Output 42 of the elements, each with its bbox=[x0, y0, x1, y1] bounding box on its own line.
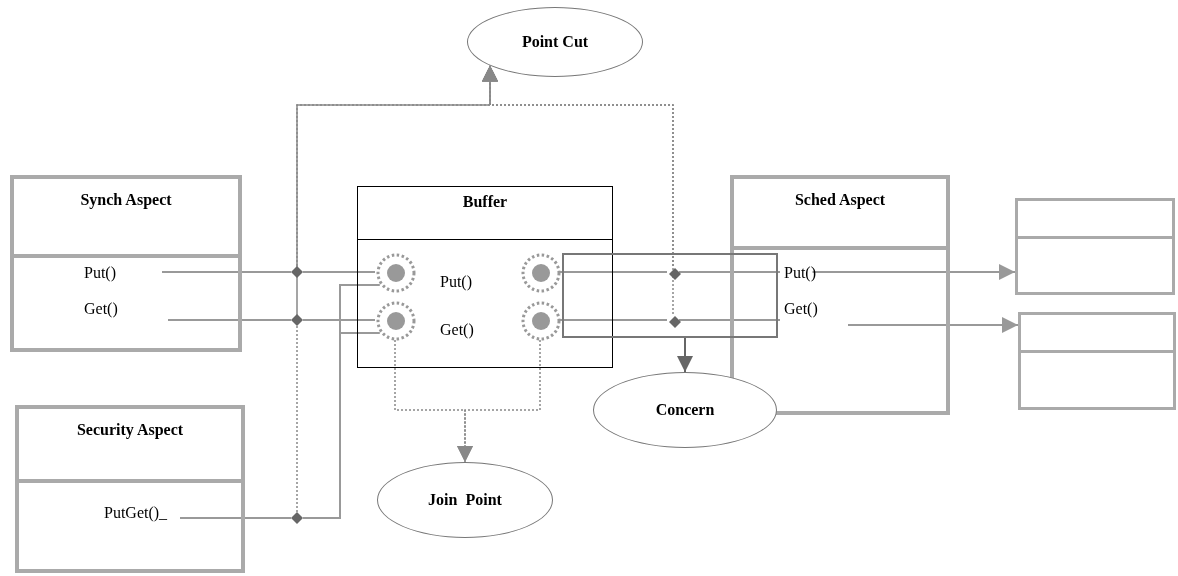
connector-line bbox=[678, 271, 781, 273]
diamond-marker bbox=[669, 268, 681, 280]
method-label: Put() bbox=[784, 264, 849, 288]
method-label: Get() bbox=[784, 300, 852, 348]
diamond-marker bbox=[291, 314, 303, 326]
connector-line bbox=[302, 332, 381, 519]
connector-line bbox=[161, 271, 292, 273]
connector-line bbox=[302, 319, 376, 321]
class-box bbox=[357, 186, 613, 368]
method-label: Put() bbox=[84, 264, 166, 288]
concept-ellipse: Concern bbox=[593, 372, 777, 448]
concept-ellipse: Point Cut bbox=[467, 7, 643, 77]
arrow bbox=[847, 317, 1019, 333]
arrow bbox=[457, 339, 541, 463]
class-name: Security Aspect bbox=[75, 421, 185, 439]
method-label: Get() bbox=[440, 321, 474, 339]
arrow bbox=[677, 337, 693, 373]
join-point-circle bbox=[521, 253, 561, 293]
empty-box bbox=[1015, 198, 1175, 295]
join-point-circle bbox=[376, 253, 416, 293]
class-name: Sched Aspect bbox=[793, 191, 887, 209]
diamond-marker bbox=[669, 316, 681, 328]
method-label: Get() bbox=[84, 300, 172, 348]
connector-line bbox=[167, 319, 292, 321]
connector-line bbox=[559, 271, 668, 273]
connector-line bbox=[302, 271, 376, 273]
diamond-marker bbox=[291, 512, 303, 524]
class-box bbox=[15, 405, 245, 573]
empty-box bbox=[1018, 312, 1176, 410]
join-point-circle bbox=[521, 301, 561, 341]
concept-ellipse: Join Point bbox=[377, 462, 553, 538]
diamond-marker bbox=[291, 266, 303, 278]
connector-line bbox=[678, 319, 781, 321]
join-point-circle bbox=[376, 301, 416, 341]
class-name: Buffer bbox=[461, 193, 509, 211]
empty-box bbox=[562, 253, 778, 338]
connector-line bbox=[559, 319, 668, 321]
method-label: Put() bbox=[440, 273, 472, 291]
connector-line bbox=[179, 517, 292, 519]
class-box bbox=[10, 175, 242, 352]
class-name: Synch Aspect bbox=[79, 191, 173, 209]
method-label: PutGet()_ bbox=[104, 504, 184, 540]
